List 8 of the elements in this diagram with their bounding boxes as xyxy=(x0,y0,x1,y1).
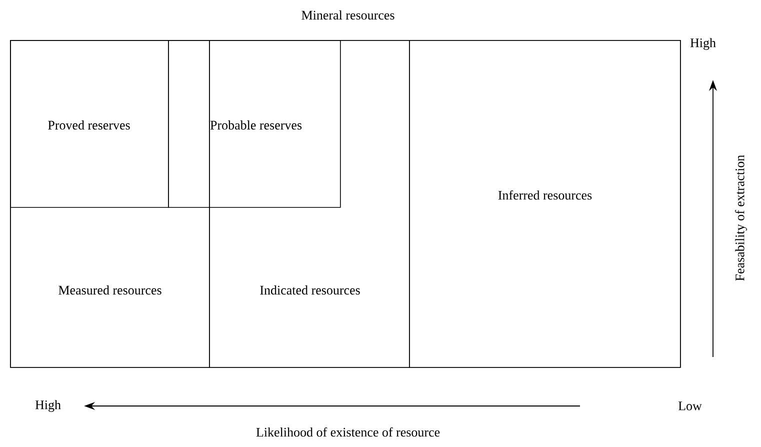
axis-label: Feasability of extraction xyxy=(735,155,747,281)
region-box: Proved reserves xyxy=(10,40,169,208)
axis-label: High xyxy=(35,400,61,412)
axis-label: Low xyxy=(678,402,702,410)
node-label: Mineral resources xyxy=(302,10,394,20)
axis-label: Likelihood of existence of resource xyxy=(256,427,440,437)
region-box: Probable reserves xyxy=(168,40,341,208)
region-box: Inferred resources xyxy=(409,40,681,368)
